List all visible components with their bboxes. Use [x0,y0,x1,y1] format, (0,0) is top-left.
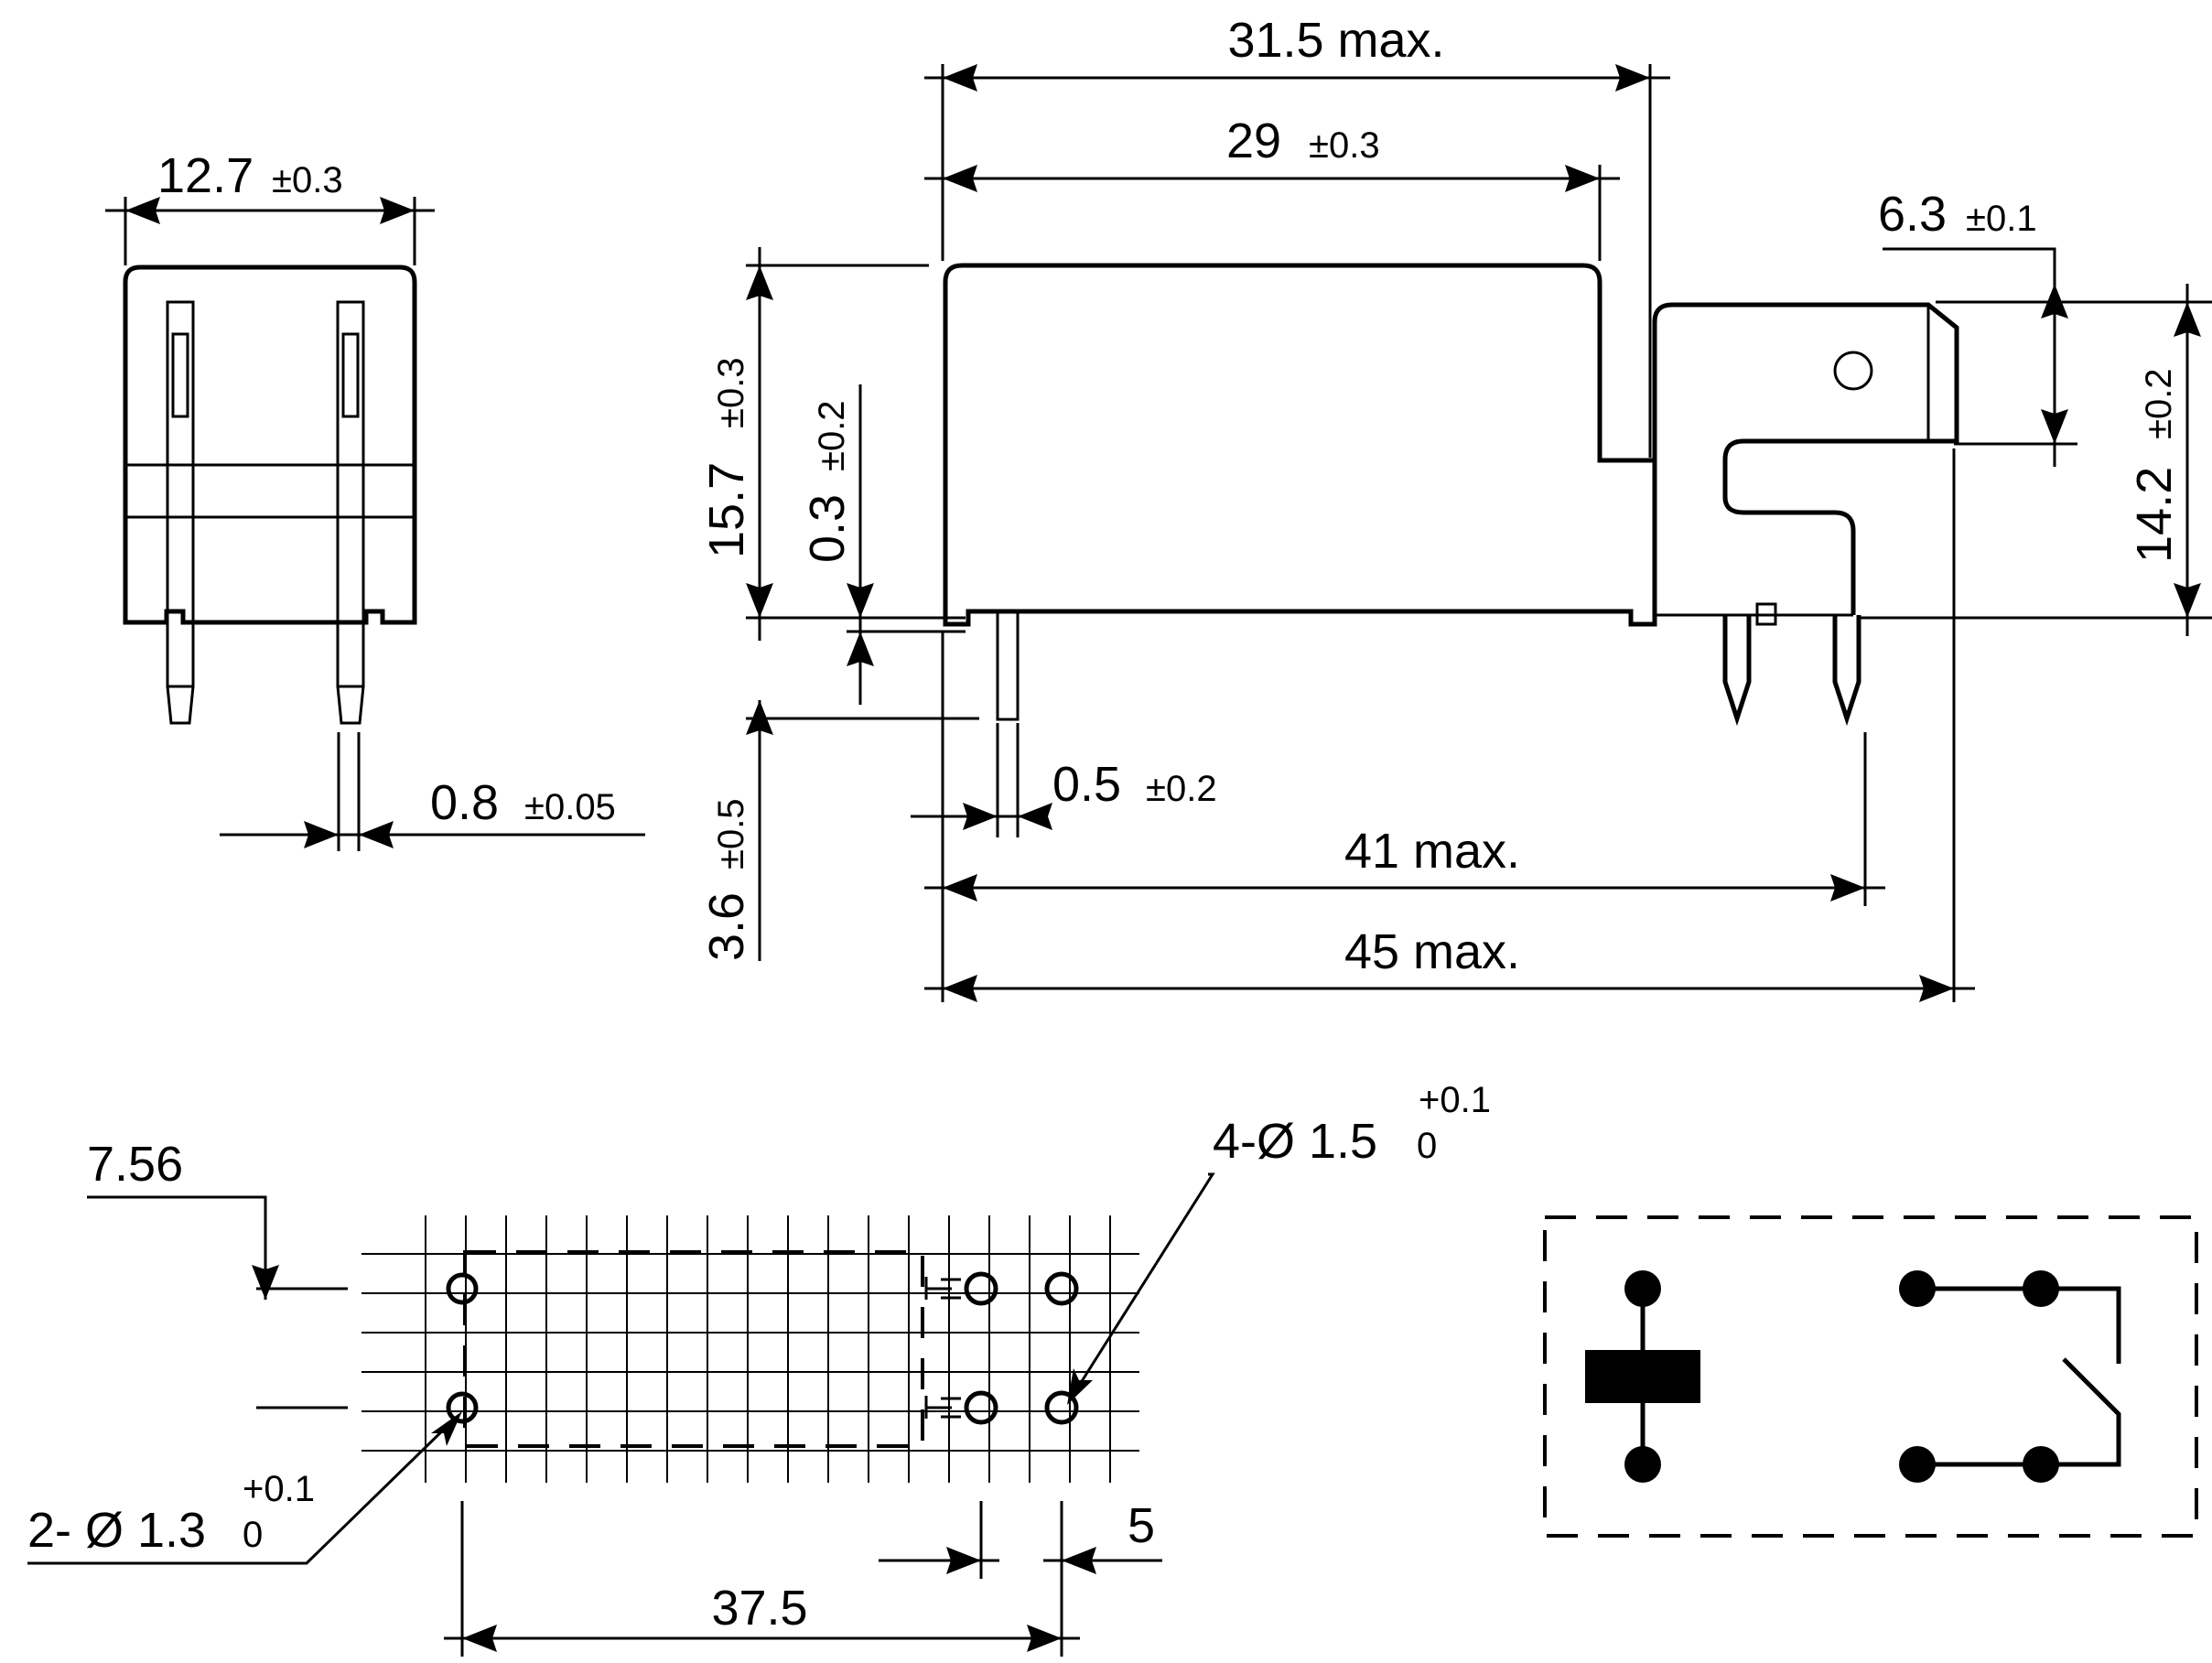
dim-standoff-tol: ±0.2 [812,400,852,471]
coil-symbol [1585,1350,1700,1403]
dim-terminal-tab-tol: ±0.1 [1966,199,2037,239]
pcb-hole-large-lower-tol: 0 [1417,1126,1437,1166]
contact-terminal [2023,1446,2059,1483]
pcb-hole-large-upper-tol: +0.1 [1419,1080,1491,1120]
dim-pin-length-tol: ±0.5 [711,798,751,869]
terminal-bracket [1652,302,1959,615]
coil-terminal [1624,1270,1661,1307]
pcb-outline [463,1250,924,1448]
terminal-pin-right [1832,615,1861,727]
dim-standoff-value: 0.3 [800,494,855,563]
relay-schematic [1543,1215,2198,1538]
dim-pin-length-value: 3.6 [699,892,754,961]
dim-length-inner-value: 29 [1226,113,1281,168]
relay-body [943,263,1657,627]
dim-height-body-tol: ±0.3 [711,357,751,428]
dim-length-total: 45 max. [1344,924,1520,979]
dim-pin-thickness-tol: ±0.2 [1146,769,1217,809]
side-view-housing [123,265,417,625]
dim-height-body-value: 15.7 [699,462,754,558]
pcb-hole-small [446,1272,479,1305]
side-view-pin-left [166,300,195,725]
pcb-hole-small [446,1391,479,1424]
pcb-hole-small-upper-tol: +0.1 [243,1469,315,1509]
contact-terminal [2023,1270,2059,1307]
terminal-pin-left [1722,615,1752,727]
dim-height-tab-tol: ±0.2 [2139,368,2179,439]
pcb-hole-large [964,1271,998,1306]
pcb-hole-large [1044,1271,1079,1306]
pcb-hole-large [964,1390,998,1425]
pcb-offset-label: 7.56 [87,1137,183,1192]
pcb-hole-large-label: 4-Ø 1.5 [1213,1114,1377,1169]
dim-height-tab-value: 14.2 [2127,467,2182,563]
dim-length-body: 31.5 max. [1227,13,1444,68]
dim-width-side-value: 12.7 [157,148,254,203]
side-view-pin-right [336,300,365,725]
pcb-pitch-small: 5 [1128,1498,1155,1553]
coil-pin [996,610,1020,721]
dim-width-side-tol: ±0.3 [272,160,343,200]
contact-terminal [1899,1446,1936,1483]
pcb-layout: 7.56 4-Ø 1.5 +0.1 0 2- Ø 1.3 +0.1 0 37.5… [27,1080,1491,1657]
pcb-pitch-main: 37.5 [711,1581,807,1636]
pcb-hole-small-label: 2- Ø 1.3 [27,1503,206,1558]
coil-terminal [1624,1446,1661,1483]
terminal-hole [1833,351,1873,391]
schematic-outline [1543,1215,2198,1538]
pcb-grid [361,1215,1139,1483]
dim-terminal-tab-value: 6.3 [1878,187,1947,242]
pcb-hole-small-lower-tol: 0 [243,1515,263,1555]
contact-terminal [1899,1270,1936,1307]
side-view: 12.7 ±0.3 0.8 ±0.05 [105,148,645,851]
pcb-hole-large [1044,1390,1079,1425]
dim-length-terminal: 41 max. [1344,824,1520,879]
front-view: 31.5 max. 29 ±0.3 6.3 ±0.1 14.2 ±0.2 15.… [699,13,2212,1002]
dim-pin-thickness-value: 0.5 [1052,757,1121,812]
dim-pin-width-value: 0.8 [430,775,499,830]
dim-pin-width-tol: ±0.05 [524,787,616,827]
dim-length-inner-tol: ±0.3 [1309,125,1380,166]
